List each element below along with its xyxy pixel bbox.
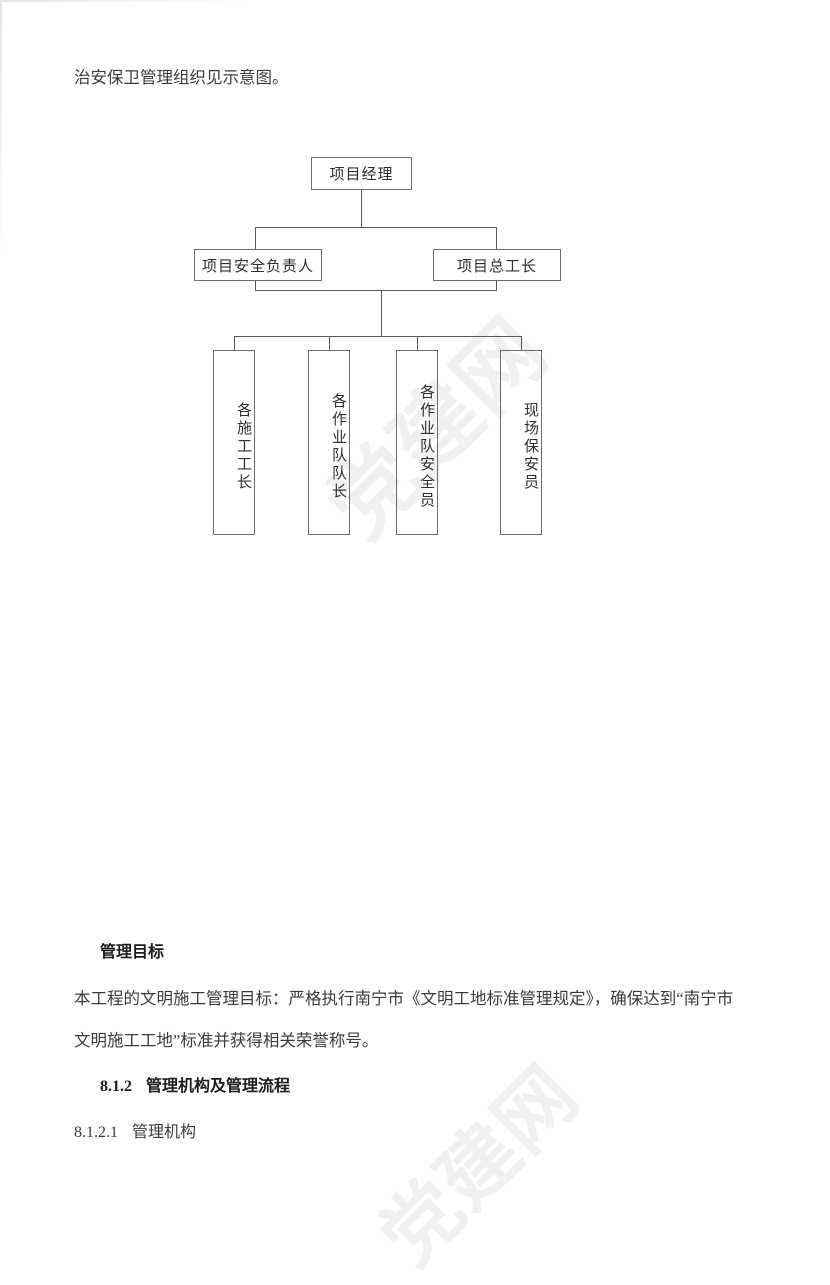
section-8-1-2-1-title: 管理机构 <box>132 1124 197 1141</box>
org-node-construction-foremen: 各施工工长 <box>213 350 255 535</box>
connector-level2a-tail <box>255 281 257 290</box>
section-8-1-2-1-number: 8.1.2.1 <box>74 1124 118 1141</box>
goal-paragraph-line-1: 本工程的文明施工管理目标：严格执行南宁市《文明工地标准管理规定》，确保达到“南宁… <box>74 989 734 1008</box>
connector-level1-stem <box>361 190 363 227</box>
connector-level2-bus <box>255 227 497 229</box>
section-8-1-2-title: 管理机构及管理流程 <box>146 1078 291 1095</box>
heading-section-8-1-2-1: 8.1.2.1 管理机构 <box>74 1118 196 1142</box>
connector-level3-drop-3 <box>417 336 419 350</box>
org-chart-diagram: 党建网 项目经理 项目安全负责人 项目总工长 各施工工长 各作业队队长 各作业队… <box>0 0 830 600</box>
connector-level2-drop-left <box>255 227 257 249</box>
goal-paragraph-line-2: 文明施工工地”标准并获得相关荣誉称号。 <box>74 1031 379 1050</box>
connector-level3-drop-4 <box>521 336 523 350</box>
connector-level3-drop-2 <box>329 336 331 350</box>
org-node-work-team-safety-officers: 各作业队安全员 <box>396 350 438 535</box>
connector-level2-drop-right <box>496 227 498 249</box>
heading-management-goal: 管理目标 <box>100 944 165 961</box>
org-node-project-manager: 项目经理 <box>311 157 412 190</box>
org-node-work-team-leaders: 各作业队队长 <box>308 350 350 535</box>
watermark-footer: 党建网 <box>363 1049 596 1282</box>
heading-section-8-1-2: 8.1.2 管理机构及管理流程 <box>100 1072 290 1096</box>
section-8-1-2-number: 8.1.2 <box>100 1078 132 1095</box>
connector-level2b-tail <box>496 281 498 290</box>
org-node-project-safety-officer: 项目安全负责人 <box>194 249 322 281</box>
org-node-project-chief-foreman: 项目总工长 <box>433 249 561 281</box>
connector-level3-drop-1 <box>234 336 236 350</box>
org-node-site-security-guards: 现场保安员 <box>500 350 542 535</box>
intro-paragraph: 治安保卫管理组织见示意图。 <box>74 68 289 87</box>
connector-level2-merge-bar <box>255 290 497 292</box>
connector-level3-stem <box>381 290 383 336</box>
connector-level3-bus <box>234 336 522 338</box>
